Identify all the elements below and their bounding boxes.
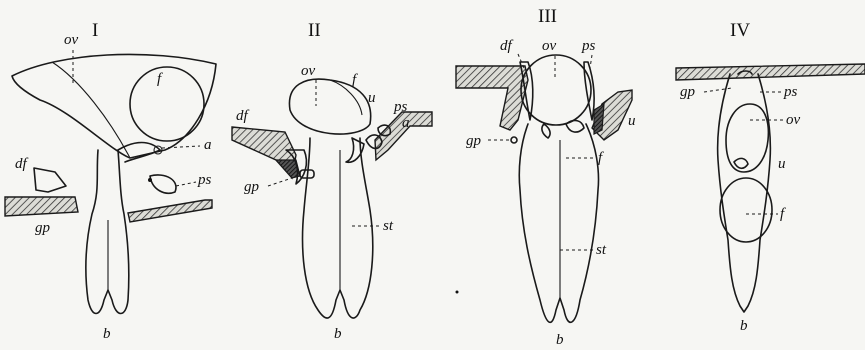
figure-1-body [86,150,129,314]
figure-1-label-df: df [15,156,29,172]
figure-2-leader-gp [268,176,298,186]
figure-2-f-line [330,80,362,115]
figure-1-label-b: b [103,326,111,342]
figure-2-label-df: df [236,108,250,124]
figure-4-label-ov: ov [786,112,801,128]
figure-3-label-gp: gp [466,133,482,149]
figure-4: IV gp ps ov u f b [676,20,865,334]
figure-1-septum [52,62,130,158]
figure-2-label-a: a [402,115,410,131]
figure-4-leader-gp [704,88,732,92]
figure-2-label-st: st [383,218,394,234]
figure-1-ps-dot [148,178,152,182]
figure-4-label-u: u [778,156,786,172]
figure-1-ps-lobe [150,175,176,193]
figure-3: III df ov ps gp u f st b [456,6,636,348]
figure-4-label-ps: ps [783,84,798,100]
figure-1-label-ov: ov [64,32,79,48]
figure-1-sac [12,54,216,158]
figure-1-label-gp: gp [35,220,51,236]
figure-2-label-f: f [352,72,358,88]
figure-3-numeral: III [538,6,557,27]
figure-3-label-u: u [628,113,636,129]
figure-3-label-st: st [596,242,607,258]
stray-mark [456,291,459,294]
figure-1-label-a: a [204,137,212,153]
figure-2-numeral: II [308,20,321,41]
figure-1-df-flap [34,168,66,192]
figure-2-label-gp: gp [244,179,260,195]
figure-2: II ov f u ps a df gp st b [232,20,432,342]
figure-1-label-f: f [157,71,163,87]
figure-1-leader-ps [176,182,196,186]
figure-1-leader-a [162,146,200,148]
figure-4-label-f: f [780,206,786,222]
figure-3-label-b: b [556,332,564,348]
figure-3-label-df: df [500,38,514,54]
figure-4-u-lobe [734,158,748,168]
figure-2-label-b: b [334,326,342,342]
figure-4-label-gp: gp [680,84,696,100]
body-wall-left [5,197,78,216]
figure-3-u-lobe [566,121,584,133]
body-wall-right [128,200,212,222]
body-wall-left [456,66,528,130]
figure-4-label-b: b [740,318,748,334]
figure-2-label-ps: ps [393,99,408,115]
body-wall-dark-right [594,104,604,134]
figure-3-leader-ps [590,55,592,68]
figure-1-appendage-a [118,143,160,163]
figure-2-label-ov: ov [301,63,316,79]
figure-2-ovary [289,79,370,134]
figure-3-inner-lobe [542,124,550,138]
figure-1: I ov f df a ps gp b [5,20,216,342]
figure-2-body [303,138,373,318]
figure-3-label-ov: ov [542,38,557,54]
figure-3-gp-pore [511,137,517,143]
figure-1-label-ps: ps [197,172,212,188]
figure-3-label-ps: ps [581,38,596,54]
figure-4-numeral: IV [730,20,750,41]
figure-1-numeral: I [92,20,98,41]
figure-2-label-u: u [368,90,376,106]
figure-1-ovary [130,67,204,141]
body-wall [676,64,865,80]
figure-3-body [519,124,598,322]
figure-3-label-f: f [598,150,604,166]
